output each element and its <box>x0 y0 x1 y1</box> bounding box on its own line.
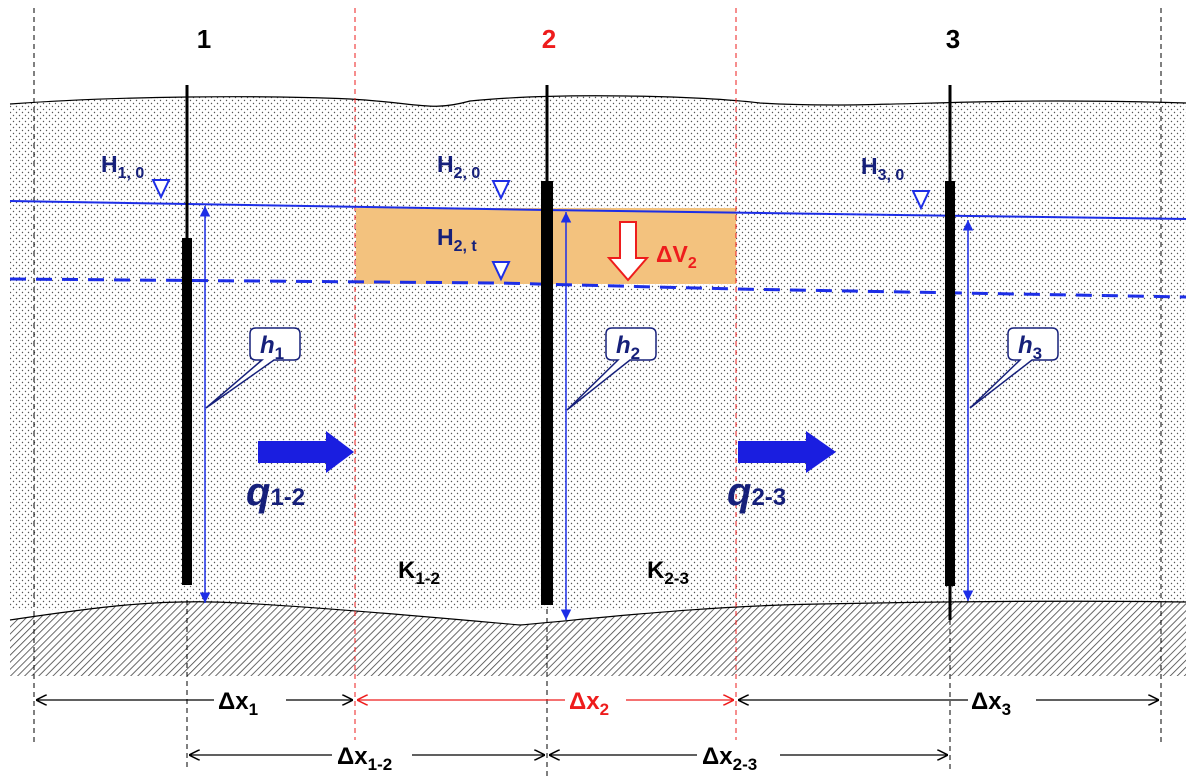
water-level-triangle-icon <box>491 261 511 282</box>
water-level-triangle-icon <box>911 190 931 211</box>
thickness-label: h3 <box>1018 332 1042 363</box>
flow-label: q2-3 <box>727 470 786 514</box>
well-number: 3 <box>946 24 960 54</box>
flow-arrow-icon <box>738 431 836 473</box>
well-number-highlight: 2 <box>542 24 556 54</box>
thickness-label: h2 <box>616 332 640 363</box>
water-table-lowered <box>9 277 1186 299</box>
down-arrow-icon <box>606 221 650 282</box>
conductivity-label: K1-2 <box>398 557 440 588</box>
callout-h3 <box>969 327 1059 409</box>
flow-arrow-icon <box>258 431 354 473</box>
well-screen <box>541 181 553 605</box>
thickness-label: h1 <box>260 332 284 363</box>
cell-width-label: Δx3 <box>971 688 1011 719</box>
conductivity-label: K2-3 <box>647 557 689 588</box>
flow-label: q1-2 <box>246 470 305 514</box>
spacing-label: Δx2-3 <box>702 743 757 774</box>
well-number: 1 <box>197 24 211 54</box>
well-screen <box>945 181 955 586</box>
head-label: H1, 0 <box>101 151 144 182</box>
head-label: H3, 0 <box>861 153 904 184</box>
head-label: H2, 0 <box>437 151 480 182</box>
aquifer-sand <box>10 95 1186 611</box>
callout-h1 <box>205 327 301 409</box>
impermeable-base <box>10 601 1186 676</box>
spacing-label: Δx1-2 <box>337 743 392 774</box>
water-level-triangle-icon <box>491 180 511 201</box>
volume-change-label: ΔV2 <box>656 241 697 272</box>
well-screen <box>182 238 192 585</box>
head-label-lowered: H2, t <box>437 224 477 255</box>
cell-width-label-highlight: Δx2 <box>569 688 609 719</box>
ground-surface <box>9 95 1186 107</box>
cell-width-label: Δx1 <box>218 688 258 719</box>
callout-h2 <box>566 327 657 411</box>
water-level-triangle-icon <box>151 179 171 200</box>
